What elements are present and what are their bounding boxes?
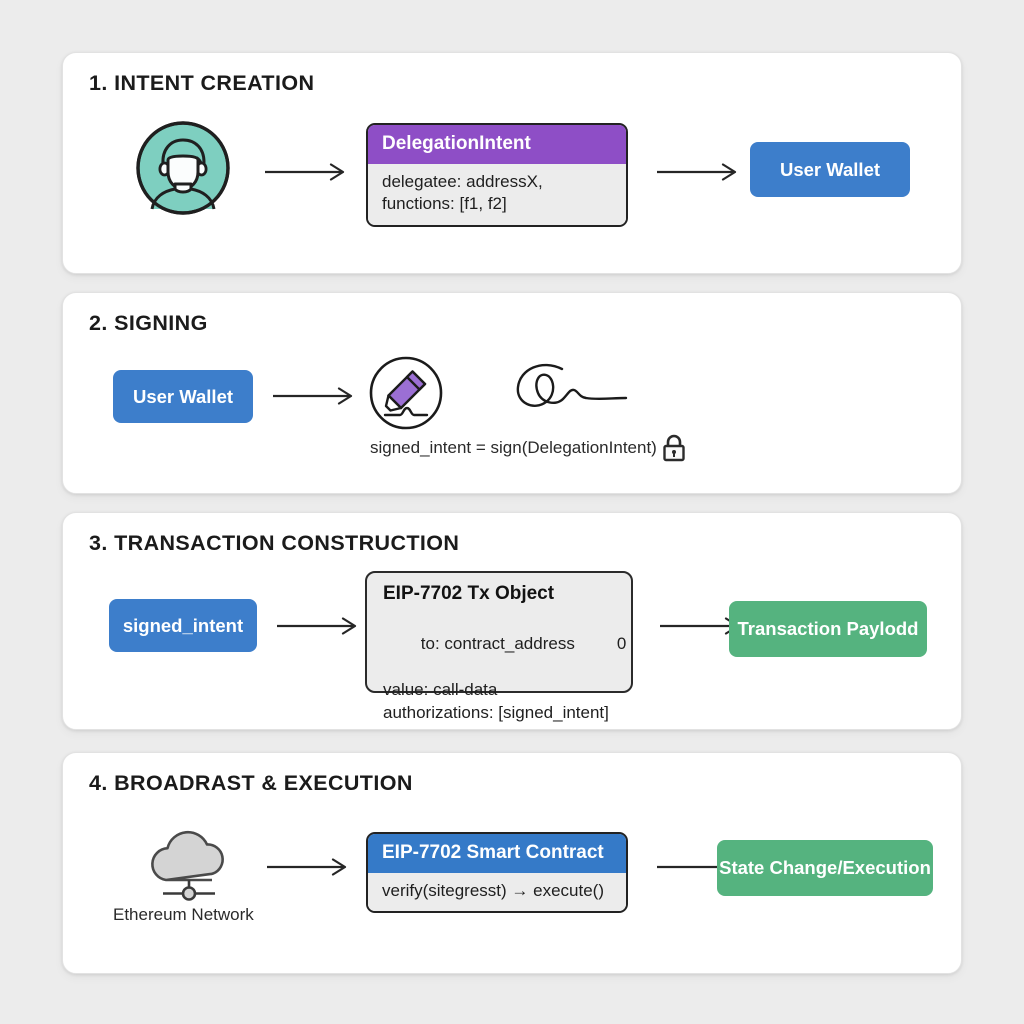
delegation-intent-line-2: functions: [f1, f2] [382, 194, 507, 214]
tx-object-line-3: authorizations: [signed_intent] [383, 703, 609, 723]
delegation-intent-record: DelegationIntent delegatee: addressX, fu… [366, 123, 628, 227]
user-wallet-pill-2[interactable]: User Wallet [113, 370, 253, 423]
section-card-signing: 2. SIGNING User Wallet [62, 292, 962, 494]
delegation-intent-header: DelegationIntent [368, 125, 626, 164]
tx-object-line-2: value: call-data [383, 680, 498, 700]
pen-signature-icon [368, 355, 444, 431]
signed-intent-pill[interactable]: signed_intent [109, 599, 257, 652]
ethereum-network-caption: Ethereum Network [113, 905, 254, 924]
smart-contract-body: verify(sitegresst) → execute() [368, 873, 626, 912]
tx-object-line-1: to: contract_address 0 [383, 609, 627, 678]
handwritten-signature-icon [508, 361, 633, 423]
section-title-4: 4. BROADRAST & EXECUTION [89, 771, 413, 795]
section-title-3: 3. TRANSACTION CONSTRUCTION [89, 531, 460, 555]
section-card-intent-creation: 1. INTENT CREATION [62, 52, 962, 274]
section-card-transaction-construction: 3. TRANSACTION CONSTRUCTION signed_inten… [62, 512, 962, 730]
eip7702-smart-contract-record: EIP-7702 Smart Contract verify(sitegress… [366, 832, 628, 914]
delegation-intent-body: delegatee: addressX, functions: [f1, f2] [368, 164, 626, 225]
arrow-right-icon-4a [265, 858, 353, 878]
section-card-broadcast-execution: 4. BROADRAST & EXECUTION Ethereum Networ… [62, 752, 962, 974]
signing-caption: signed_intent = sign(DelegationIntent) [370, 438, 657, 457]
tx-object-line-1-text: to: contract_address [420, 634, 575, 654]
section-title-1: 1. INTENT CREATION [89, 71, 315, 95]
user-avatar-icon [135, 120, 231, 216]
arrow-right-icon-3a [275, 617, 363, 637]
tx-object-line-1-extra: 0 [616, 634, 627, 654]
tx-object-title: EIP-7702 Tx Object [383, 583, 555, 604]
arrow-right-icon-1b [655, 163, 743, 183]
arrow-right-icon-1a [263, 163, 351, 183]
section-title-2: 2. SIGNING [89, 311, 208, 335]
eip7702-tx-object-box: EIP-7702 Tx Object to: contract_address 0… [365, 571, 633, 722]
lock-icon [661, 433, 687, 463]
user-wallet-pill-1[interactable]: User Wallet [750, 142, 910, 197]
state-change-execution-pill[interactable]: State Change/Execution [717, 840, 933, 896]
transaction-payload-pill[interactable]: Transaction Paylodd [729, 601, 927, 657]
arrow-right-icon-2a [271, 387, 359, 407]
cloud-network-icon [141, 825, 237, 903]
smart-contract-header: EIP-7702 Smart Contract [368, 834, 626, 873]
delegation-intent-line-1: delegatee: addressX, [382, 172, 543, 191]
